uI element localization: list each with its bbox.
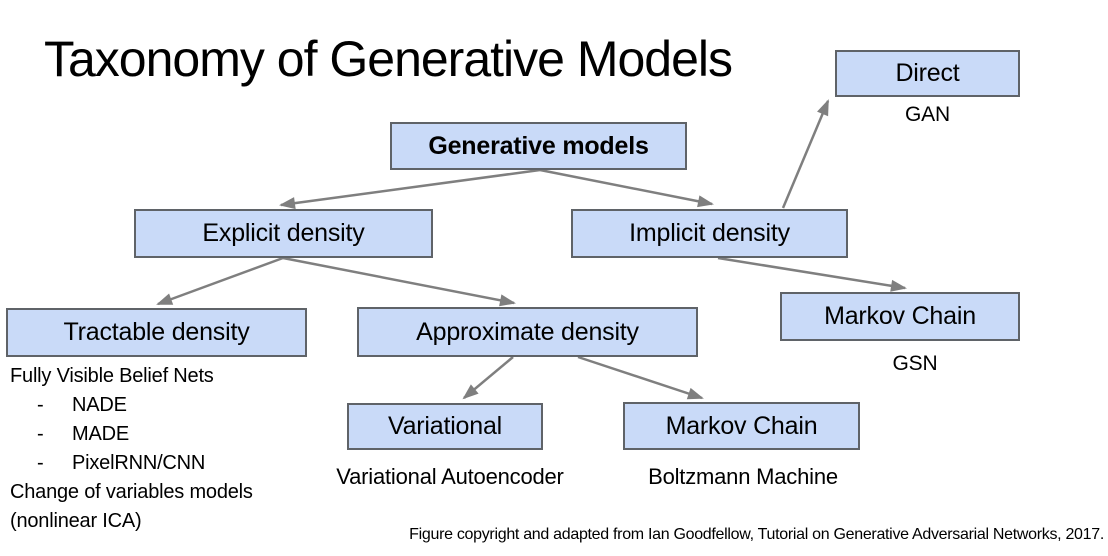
- notes-heading: Fully Visible Belief Nets: [10, 365, 214, 387]
- edge-approximate-to-variational: [462, 356, 514, 400]
- label-boltzmann-machine: Boltzmann Machine: [648, 464, 838, 489]
- node-explicit-density: Explicit density: [134, 209, 433, 258]
- bullet-dash: -: [37, 423, 44, 445]
- node-direct: Direct: [835, 50, 1020, 97]
- edge-explicit-to-tractable: [156, 256, 284, 306]
- node-label: Tractable density: [63, 318, 250, 346]
- node-label: Explicit density: [202, 219, 365, 247]
- node-markov-chain-boltzmann: Markov Chain: [623, 402, 860, 450]
- node-implicit-density: Implicit density: [571, 209, 848, 258]
- notes-trailing: (nonlinear ICA): [10, 510, 142, 532]
- node-label: Markov Chain: [824, 302, 976, 330]
- edge-generative-to-explicit: [279, 168, 541, 210]
- notes-item-text: NADE: [72, 394, 127, 416]
- node-label: Approximate density: [416, 317, 639, 346]
- notes-item: - PixelRNN/CNN: [10, 449, 253, 478]
- label-gsn: GSN: [892, 352, 938, 375]
- node-tractable-density: Tractable density: [6, 308, 307, 357]
- edge-generative-to-implicit: [539, 168, 714, 208]
- node-label: Variational: [387, 412, 503, 440]
- node-markov-chain-gsn: Markov Chain: [780, 292, 1020, 341]
- notes-trailing: Change of variables models: [10, 481, 253, 503]
- edge-implicit-to-markov-gsn: [717, 256, 907, 292]
- edge-approximate-to-markov-boltzmann: [577, 355, 704, 400]
- figure-credit: Figure copyright and adapted from Ian Go…: [409, 526, 1104, 543]
- notes-item-text: MADE: [72, 423, 129, 445]
- node-approximate-density: Approximate density: [357, 307, 698, 357]
- notes-item-text: PixelRNN/CNN: [72, 452, 206, 474]
- edge-explicit-to-approximate: [282, 256, 516, 307]
- node-label: Generative models: [428, 131, 649, 160]
- edge-implicit-to-direct: [781, 99, 830, 209]
- node-label: Markov Chain: [665, 411, 818, 440]
- tractable-notes: Fully Visible Belief Nets - NADE - MADE - P…: [10, 362, 253, 536]
- notes-item: - NADE: [10, 391, 253, 420]
- label-gan: GAN: [905, 103, 950, 126]
- node-label: Implicit density: [629, 219, 790, 247]
- node-label: Direct: [895, 59, 960, 87]
- bullet-dash: -: [37, 452, 44, 474]
- slide-title: Taxonomy of Generative Models: [44, 31, 733, 87]
- label-variational-autoencoder: Variational Autoencoder: [336, 464, 564, 489]
- node-variational: Variational: [347, 403, 543, 450]
- bullet-dash: -: [37, 394, 44, 416]
- node-generative-models: Generative models: [390, 122, 687, 170]
- notes-item: - MADE: [10, 420, 253, 449]
